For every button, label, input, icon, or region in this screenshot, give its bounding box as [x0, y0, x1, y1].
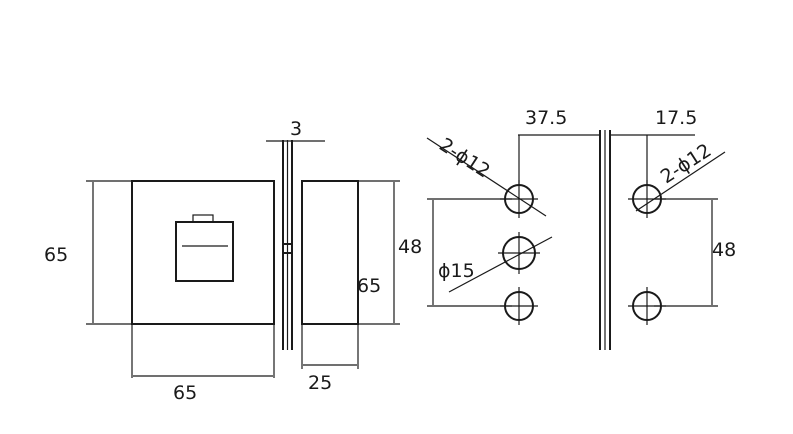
hole-spacing-right-label: 17.5 — [655, 107, 697, 129]
center-panel — [599, 130, 611, 350]
side-body-outline — [301, 180, 359, 325]
side-height-label: 65 — [44, 244, 68, 266]
center-hole-label: ϕ15 — [438, 260, 475, 282]
callout-center: ϕ15 — [438, 236, 553, 293]
panel-clip — [282, 243, 293, 254]
hole-spacing-left-label: 37.5 — [525, 107, 567, 129]
body-outline — [131, 180, 275, 325]
lock-cylinder — [175, 221, 234, 282]
dim-side-height: 48 65 — [357, 180, 422, 325]
dim-gap: 3 — [266, 118, 325, 142]
dim-vertical-left: 48 — [427, 198, 512, 307]
glass-panel — [282, 140, 293, 350]
right-hole-column — [628, 180, 666, 325]
dim-hole-spacing-left: 37.5 — [518, 107, 600, 185]
front-view — [131, 180, 275, 325]
vertical-spacing-right-label: 48 — [712, 239, 736, 261]
side-view — [301, 180, 359, 325]
dim-side-depth: 25 — [301, 325, 359, 394]
side-height-2-label: 65 — [357, 275, 381, 297]
dim-bottom-width: 65 — [131, 325, 275, 404]
dim-left-height: 65 — [44, 180, 131, 325]
left-hole-column — [498, 180, 540, 325]
dim-vertical-right: 48 — [654, 198, 736, 307]
side-depth-label: 25 — [308, 372, 332, 394]
callout-left: 2-ϕ12 — [426, 134, 547, 217]
dim-hole-spacing-right: 17.5 — [610, 107, 697, 185]
hole-callout-left-label: 2-ϕ12 — [435, 134, 494, 183]
front-height-label: 48 — [398, 236, 422, 258]
front-width-label: 65 — [173, 382, 197, 404]
cylinder-tab — [192, 214, 214, 223]
gap-label: 3 — [290, 118, 302, 140]
